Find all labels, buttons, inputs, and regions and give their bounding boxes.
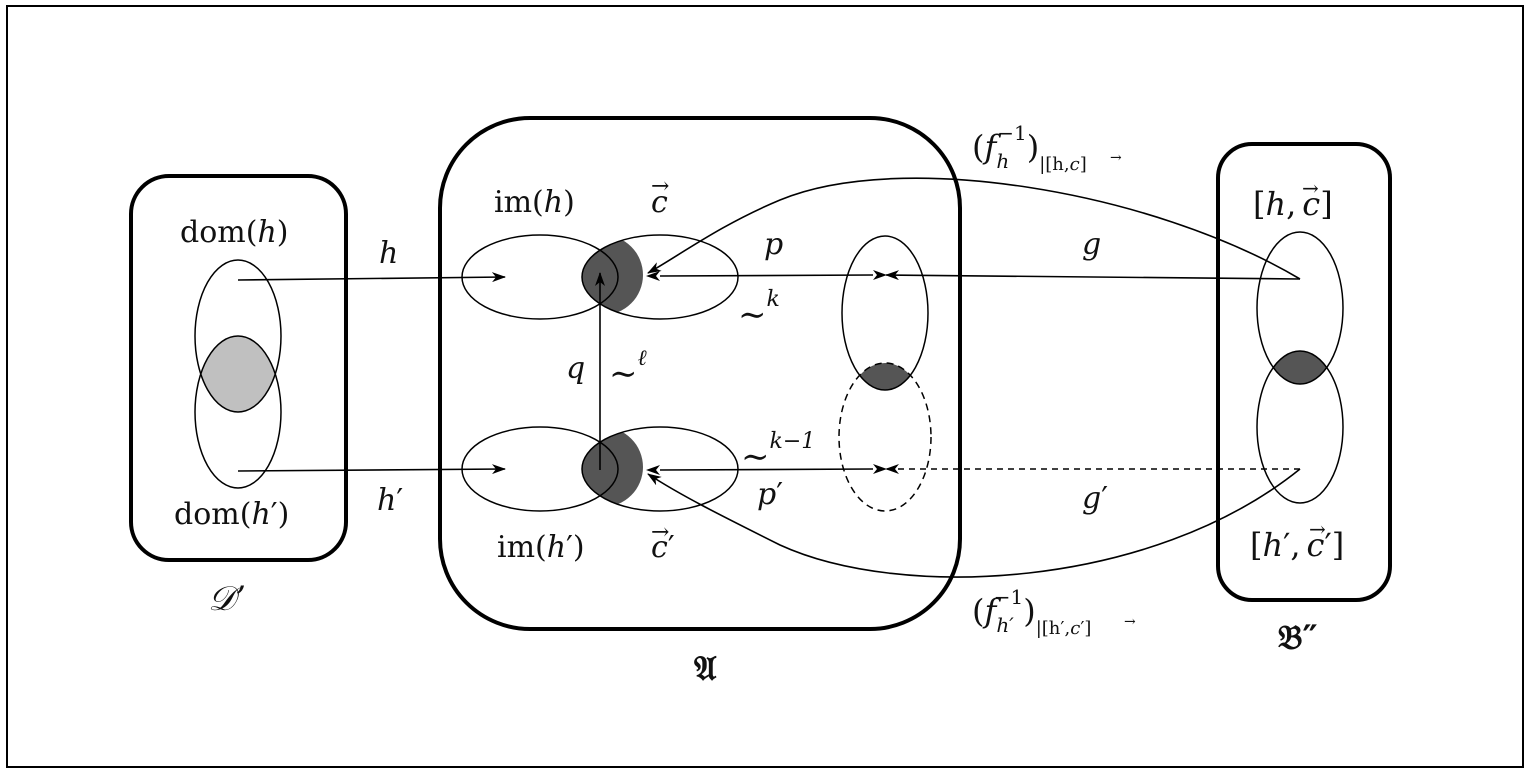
dom-h-ellipse: [194, 259, 282, 413]
label-dom-h: dom(h): [180, 215, 288, 250]
label-sim-k: ∼k: [738, 287, 780, 335]
arrow-p: [659, 274, 874, 277]
middle-top-ellipse: [841, 235, 929, 391]
arrow-pp: [659, 468, 874, 471]
arrow-g: [885, 270, 1301, 281]
label-c-vec-prime-arrow: →: [651, 520, 669, 545]
arrow-pp-head-left: [646, 465, 660, 475]
label-im-hp: im(h′): [497, 530, 585, 565]
structure-b-box: [1216, 142, 1392, 602]
label-structure-b: 𝔅″: [1278, 618, 1318, 658]
b-top-ellipse: [1256, 231, 1344, 385]
label-gp: g′: [1082, 481, 1108, 516]
arrow-pp-head-right: [873, 464, 887, 474]
label-h-c-bottom: [h′,c′]: [1250, 526, 1344, 564]
label-p: p: [764, 227, 783, 262]
im-hp-dark-region: [582, 427, 643, 507]
label-c-vec-prime: c′: [651, 530, 675, 565]
b-bottom-ellipse: [1256, 350, 1344, 504]
im-h-dark-region: [582, 235, 643, 315]
arrow-f-inverse-bottom: [647, 468, 1301, 578]
label-f-inverse-top-vec-arrow: →: [1110, 150, 1122, 166]
arrow-hp: [237, 464, 506, 475]
label-structure-a: 𝔄: [694, 649, 717, 689]
label-sim-k-minus-1: ∼k−1: [741, 429, 815, 477]
structure-a-box: [438, 116, 962, 631]
label-im-h: im(h): [494, 185, 575, 220]
label-g: g: [1082, 227, 1101, 262]
label-f-inverse-bottom-vec-arrow: →: [1124, 614, 1136, 630]
arrow-p-head-left: [646, 271, 660, 281]
outer-frame: [6, 5, 1524, 768]
arrow-f-inverse-top: [647, 177, 1301, 280]
dom-h-lens: [195, 336, 281, 412]
middle-bottom-dashed-ellipse: [838, 362, 932, 512]
label-f-inverse-bottom: (fh′−1)|[h′,c′]: [972, 585, 1091, 639]
label-dom-hp: dom(h′): [174, 497, 289, 532]
label-q: q: [566, 351, 585, 386]
label-h: h: [379, 236, 398, 271]
arrow-h: [237, 272, 506, 283]
dom-hp-ellipse: [194, 335, 282, 489]
label-f-inverse-top: (fh−1)|[h,c]: [972, 121, 1087, 175]
arrow-p-head-right: [873, 270, 887, 280]
label-c-vec: c: [651, 185, 668, 220]
label-h-c-bottom-vec-arrow: →: [1309, 517, 1326, 541]
label-h-c-top-vec-arrow: →: [1302, 176, 1319, 200]
label-pp: p′: [757, 477, 783, 512]
label-sim-l: ∼ℓ: [609, 346, 648, 394]
label-c-vec-arrow: →: [651, 174, 669, 199]
label-h-c-top: [h,c]: [1253, 185, 1333, 223]
label-hp: h′: [377, 483, 403, 518]
label-structure-d: 𝒟’: [208, 579, 246, 619]
c-vec-ellipse: [581, 234, 739, 320]
structure-d-box: [129, 174, 348, 562]
